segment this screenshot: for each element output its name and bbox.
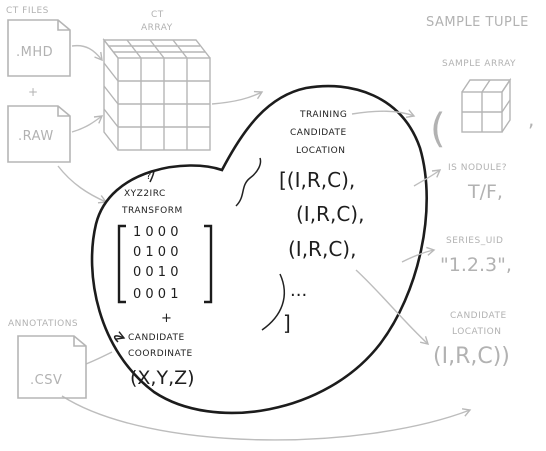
training-row-3: (I,R,C), xyxy=(288,237,356,261)
matrix-row-3: 0 0 1 0 xyxy=(133,265,178,280)
matrix-left-bracket xyxy=(117,224,126,304)
candidate-location-label-line2: LOCATION xyxy=(452,327,502,337)
mhd-to-array-arrow xyxy=(71,44,103,62)
training-ellipsis: ... xyxy=(290,280,307,301)
csv-to-outline-arrow xyxy=(85,351,113,365)
transform-group: ? XYZ2IRC TRANSFORM 1 0 0 0 0 1 0 0 0 0 … xyxy=(117,171,213,389)
ct-array-group: CT ARRAY xyxy=(102,10,211,151)
raw-file-icon xyxy=(7,105,71,163)
files-plus-sign: + xyxy=(28,85,39,99)
transform-question-mark: ? xyxy=(146,171,152,182)
transform-plus-sign: + xyxy=(161,311,172,326)
tuple-open-paren: ( xyxy=(430,106,446,152)
xyz-coordinate: (X,Y,Z) xyxy=(130,367,195,389)
matrix-row-4: 0 0 0 1 xyxy=(133,287,178,302)
ct-array-label-line1: CT xyxy=(151,10,164,20)
sample-array-label: SAMPLE ARRAY xyxy=(442,59,516,69)
question-pointer-arrow xyxy=(149,169,155,183)
array-to-sample-arrow xyxy=(211,90,264,105)
training-row-2: (I,R,C), xyxy=(296,202,364,226)
mhd-label: .MHD xyxy=(16,45,53,60)
training-close-bracket: ] xyxy=(283,311,291,335)
sample-array-cube-icon xyxy=(461,77,512,133)
ct-files-title: CT FILES xyxy=(6,6,49,16)
transform-title-line2: TRANSFORM xyxy=(121,206,183,216)
to-series-uid-arrow xyxy=(401,246,436,263)
tuple-array-comma: , xyxy=(528,107,534,131)
training-group: TRAINING CANDIDATE LOCATION [(I,R,C), (I… xyxy=(279,110,364,335)
candidate-location-label-line1: CANDIDATE xyxy=(450,311,507,321)
annotations-group: ANNOTATIONS .CSV xyxy=(8,319,87,399)
is-nodule-value: T/F, xyxy=(467,181,503,203)
training-title-line2: CANDIDATE xyxy=(290,128,347,138)
bottom-loop-arrow xyxy=(61,395,472,441)
training-title-line3: LOCATION xyxy=(296,146,346,156)
matrix-right-bracket xyxy=(204,224,213,304)
black-arrows xyxy=(113,157,285,343)
candidate-coordinate-line1: CANDIDATE xyxy=(128,333,185,343)
tuple-arrows xyxy=(351,109,442,345)
is-nodule-label: IS NODULE? xyxy=(448,163,507,173)
transform-title-line1: XYZ2IRC xyxy=(124,189,166,199)
matrix-row-2: 0 1 0 0 xyxy=(133,245,178,260)
raw-to-array-arrow xyxy=(71,115,104,133)
matrix-row-1: 1 0 0 0 xyxy=(133,225,178,240)
mhd-file-icon xyxy=(7,19,71,77)
raw-to-transform-arrow xyxy=(57,165,108,204)
sample-tuple-title: SAMPLE TUPLE xyxy=(426,15,529,30)
to-candidate-location-arrow xyxy=(355,269,430,345)
to-is-nodule-arrow xyxy=(413,169,442,187)
candidate-location-value: (I,R,C)) xyxy=(433,344,510,369)
to-sample-array-arrow xyxy=(351,109,416,118)
sample-tuple-group: SAMPLE TUPLE SAMPLE ARRAY ( , IS NODULE?… xyxy=(426,15,534,369)
ct-array-label-line2: ARRAY xyxy=(141,23,173,33)
csv-file-icon xyxy=(17,335,87,399)
ct-files-group: CT FILES .MHD + .RAW xyxy=(6,6,71,163)
candidate-coordinate-line2: COORDINATE xyxy=(128,349,193,359)
csv-label: .CSV xyxy=(30,373,62,388)
heart-outline xyxy=(90,84,428,415)
annotations-title: ANNOTATIONS xyxy=(8,319,78,329)
training-row-1: [(I,R,C), xyxy=(279,168,355,192)
ct-array-cube-icon xyxy=(102,37,211,151)
training-squiggle xyxy=(235,157,262,207)
gray-connectors xyxy=(57,44,472,441)
series-uid-value: "1.2.3", xyxy=(440,254,512,276)
coordinate-pointer-arrow xyxy=(113,331,126,343)
series-uid-label: SERIES_UID xyxy=(446,236,503,246)
training-title-line1: TRAINING xyxy=(299,110,347,120)
raw-label: .RAW xyxy=(18,129,54,144)
transform-to-training-arrow xyxy=(261,273,285,331)
